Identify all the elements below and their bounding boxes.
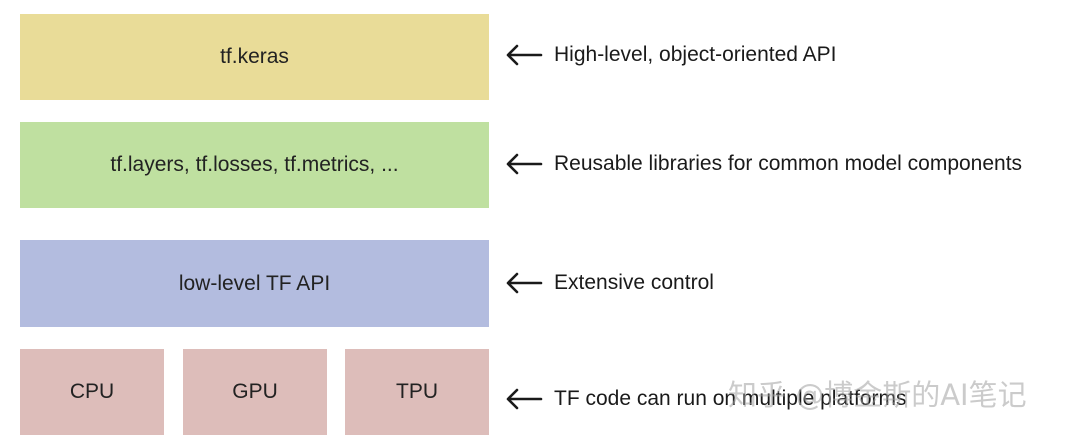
annotation-low-level-text: Extensive control	[554, 271, 714, 294]
hardware-gpu-label: GPU	[232, 380, 278, 403]
left-arrow-icon	[506, 153, 543, 175]
annotation-hardware-text: TF code can run on multiple platforms	[554, 387, 907, 410]
layer-tf-keras-label: tf.keras	[220, 45, 289, 68]
layer-tf-keras: tf.keras	[20, 14, 489, 100]
watermark: 知乎 @博金斯的AI笔记	[728, 378, 1027, 412]
annotation-libraries: Reusable libraries for common model comp…	[505, 149, 1022, 179]
layer-low-level-api: low-level TF API	[20, 240, 489, 327]
layer-low-level-api-label: low-level TF API	[178, 271, 331, 295]
hardware-tpu: TPU	[345, 349, 489, 435]
hardware-tpu-label: TPU	[396, 380, 438, 403]
left-arrow-icon	[506, 44, 543, 66]
left-arrow-icon	[506, 272, 543, 294]
hardware-gpu: GPU	[183, 349, 327, 435]
layer-libraries-label: tf.layers, tf.losses, tf.metrics, ...	[110, 153, 399, 176]
layer-libraries: tf.layers, tf.losses, tf.metrics, ...	[20, 122, 489, 208]
annotation-low-level: Extensive control	[505, 268, 714, 298]
annotation-keras: High-level, object-oriented API	[505, 40, 837, 70]
annotation-keras-text: High-level, object-oriented API	[554, 43, 837, 66]
left-arrow-icon	[506, 388, 543, 410]
hardware-cpu-label: CPU	[69, 380, 115, 403]
hardware-cpu: CPU	[20, 349, 164, 435]
annotation-hardware: TF code can run on multiple platforms	[505, 384, 907, 414]
annotation-libraries-text: Reusable libraries for common model comp…	[554, 152, 1023, 175]
